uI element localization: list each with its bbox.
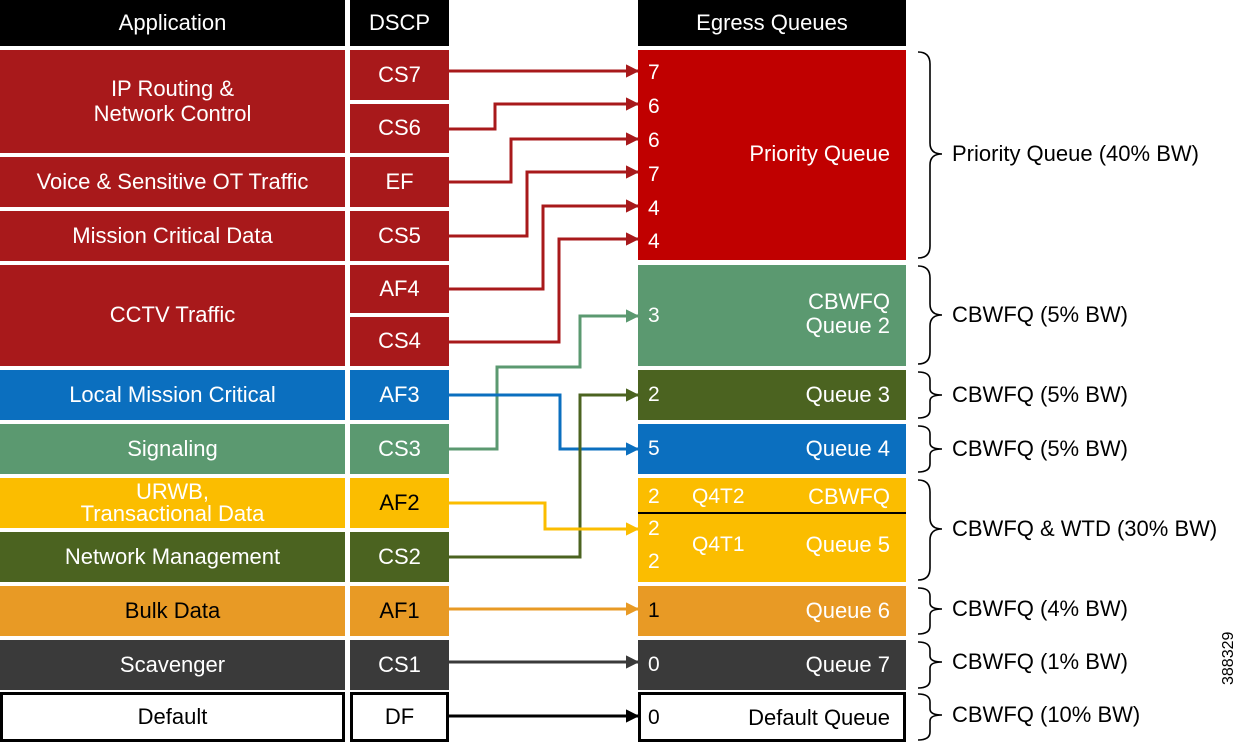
queue-number: 3 — [648, 304, 660, 327]
queue-6: 1 Queue 6 — [638, 586, 906, 636]
queue-3: 2 Queue 3 — [638, 370, 906, 420]
app-mission-critical-data: Mission Critical Data — [0, 211, 345, 261]
brace-q5 — [917, 479, 943, 581]
queue-number: 2 — [648, 485, 660, 508]
queue-5-top-label: CBWFQ — [808, 484, 890, 509]
queue-3-label: Queue 3 — [805, 382, 890, 407]
arrow-cs2 — [449, 388, 640, 559]
bw-queue-2: CBWFQ (5% BW) — [952, 302, 1128, 327]
brace-q7 — [917, 641, 943, 689]
queue-4: 5 Queue 4 — [638, 424, 906, 474]
queue-2-label: CBWFQ Queue 2 — [805, 289, 890, 339]
queue-7-label: Queue 7 — [805, 652, 890, 677]
dscp-df: DF — [350, 692, 449, 742]
queue-number: 4 — [648, 197, 660, 220]
app-default: Default — [0, 692, 345, 742]
queue-number: 2 — [648, 550, 660, 573]
app-cctv-traffic: CCTV Traffic — [0, 265, 345, 366]
brace-q6 — [917, 587, 943, 635]
queue-number: 0 — [648, 653, 660, 676]
app-ip-routing: IP Routing & Network Control — [0, 50, 345, 153]
queue-5-label: Queue 5 — [805, 532, 890, 557]
dscp-af2: AF2 — [350, 478, 449, 528]
app-urwb-transactional: URWB, Transactional Data — [0, 478, 345, 528]
bw-default-queue: CBWFQ (10% BW) — [952, 702, 1141, 727]
bw-queue-4: CBWFQ (5% BW) — [952, 436, 1128, 461]
application-header: Application — [0, 0, 345, 46]
bw-priority-queue: Priority Queue (40% BW) — [952, 141, 1199, 166]
bw-queue-3: CBWFQ (5% BW) — [952, 382, 1128, 407]
queue-number: 6 — [648, 129, 660, 152]
threshold-q4t1: Q4T1 — [692, 533, 745, 556]
app-network-management: Network Management — [0, 532, 345, 582]
queue-number: 1 — [648, 599, 660, 622]
dscp-cs5: CS5 — [350, 211, 449, 261]
arrow-cs6 — [449, 97, 640, 131]
dscp-af3: AF3 — [350, 370, 449, 420]
brace-q4 — [917, 425, 943, 473]
dscp-af1: AF1 — [350, 586, 449, 636]
queue-number: 6 — [648, 95, 660, 118]
brace-q3 — [917, 371, 943, 419]
queue-7: 0 Queue 7 — [638, 640, 906, 690]
queue-number: 0 — [648, 706, 660, 729]
threshold-q4t2: Q4T2 — [692, 485, 745, 508]
queue-5: 2 Q4T2 CBWFQ 2 2 Q4T1 Queue 5 — [638, 478, 906, 582]
arrow-af3 — [449, 393, 640, 456]
arrow-af4 — [449, 199, 640, 291]
queue-number: 5 — [648, 437, 660, 460]
dscp-cs6: CS6 — [350, 104, 449, 153]
app-voice-ot: Voice & Sensitive OT Traffic — [0, 157, 345, 207]
dscp-header: DSCP — [350, 0, 449, 46]
brace-priority — [917, 51, 943, 259]
priority-queue-label: Priority Queue — [749, 141, 890, 166]
arrow-cs3 — [449, 309, 640, 451]
egress-queues-header: Egress Queues — [638, 0, 906, 46]
figure-id: 388329 — [1220, 631, 1237, 685]
queue-4-label: Queue 4 — [805, 436, 890, 461]
app-bulk-data: Bulk Data — [0, 586, 345, 636]
arrow-ef — [449, 132, 640, 184]
arrow-cs5 — [449, 165, 640, 238]
arrow-cs4 — [449, 232, 640, 344]
dscp-cs7: CS7 — [350, 50, 449, 100]
default-queue: 0 Default Queue — [638, 692, 906, 742]
queue-number: 7 — [648, 163, 660, 186]
queue-2: 3 CBWFQ Queue 2 — [638, 265, 906, 366]
arrow-af2 — [449, 501, 640, 536]
app-signaling: Signaling — [0, 424, 345, 474]
dscp-cs1: CS1 — [350, 640, 449, 690]
brace-q2 — [917, 265, 943, 365]
queue-number: 7 — [648, 61, 660, 84]
app-local-mission-critical: Local Mission Critical — [0, 370, 345, 420]
dscp-cs4: CS4 — [350, 317, 449, 366]
queue-6-label: Queue 6 — [805, 598, 890, 623]
default-queue-label: Default Queue — [748, 705, 890, 730]
dscp-af4: AF4 — [350, 265, 449, 313]
bw-queue-7: CBWFQ (1% BW) — [952, 649, 1128, 674]
threshold-divider — [638, 512, 906, 514]
queue-number: 2 — [648, 517, 660, 540]
dscp-cs2: CS2 — [350, 532, 449, 582]
priority-queue: 7 6 6 7 4 4 Priority Queue — [638, 50, 906, 260]
queue-number: 2 — [648, 383, 660, 406]
queue-number: 4 — [648, 230, 660, 253]
dscp-ef: EF — [350, 157, 449, 207]
bw-queue-6: CBWFQ (4% BW) — [952, 596, 1128, 621]
dscp-cs3: CS3 — [350, 424, 449, 474]
brace-default — [917, 693, 943, 741]
bw-queue-5: CBWFQ & WTD (30% BW) — [952, 516, 1218, 541]
app-scavenger: Scavenger — [0, 640, 345, 690]
